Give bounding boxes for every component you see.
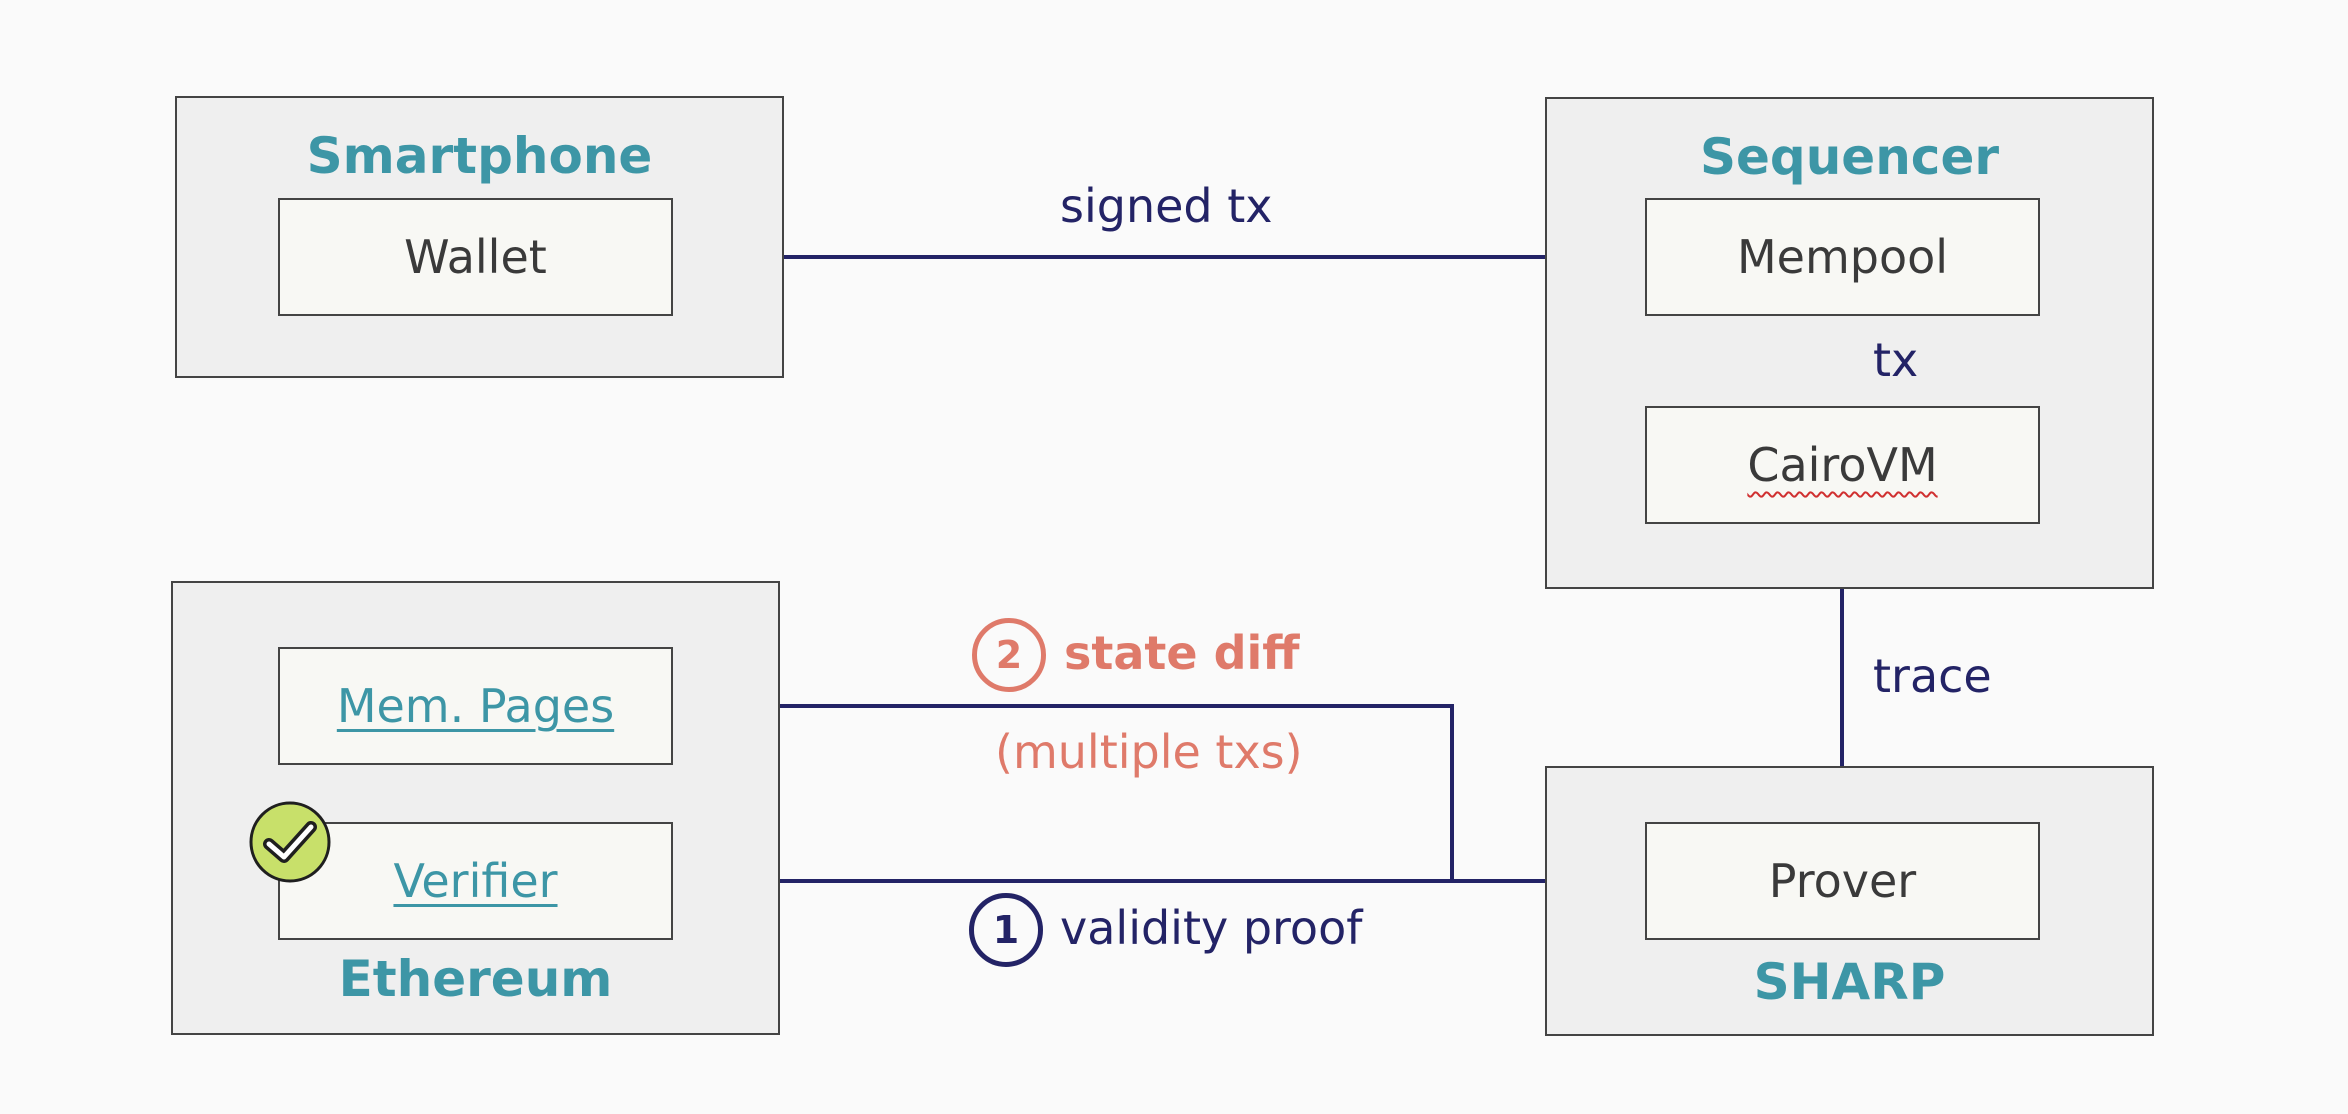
verifier-link[interactable]: Verifier (393, 854, 558, 908)
prover-node[interactable]: Prover (1645, 822, 2040, 940)
tx-label: tx (1873, 333, 1919, 387)
prover-label: Prover (1768, 854, 1917, 908)
step-two-badge: 2 (972, 618, 1046, 692)
mem-pages-node[interactable]: Mem. Pages (278, 647, 673, 765)
cairovm-node[interactable]: CairoVM (1645, 406, 2040, 524)
multiple-txs-label: (multiple txs) (995, 725, 1303, 779)
mempool-label: Mempool (1736, 230, 1949, 284)
sharp-title: SHARP (1753, 953, 1946, 1011)
wallet-node[interactable]: Wallet (278, 198, 673, 316)
verifier-node[interactable]: Verifier (278, 822, 673, 940)
mem-pages-link[interactable]: Mem. Pages (336, 679, 615, 733)
signed-tx-label: signed tx (1060, 179, 1273, 233)
trace-label: trace (1873, 649, 1992, 703)
validity-proof-label: validity proof (1060, 901, 1363, 955)
state-diff-label: state diff (1064, 626, 1300, 680)
ethereum-title: Ethereum (338, 950, 613, 1008)
step-one-badge: 1 (969, 893, 1043, 967)
wallet-label: Wallet (404, 230, 547, 284)
cairovm-label: CairoVM (1747, 438, 1938, 492)
smartphone-title: Smartphone (306, 127, 653, 185)
mempool-node[interactable]: Mempool (1645, 198, 2040, 316)
sequencer-title: Sequencer (1699, 128, 2000, 186)
check-circle-icon (249, 801, 331, 883)
prover-to-mem-pages-arrow (672, 701, 1454, 881)
